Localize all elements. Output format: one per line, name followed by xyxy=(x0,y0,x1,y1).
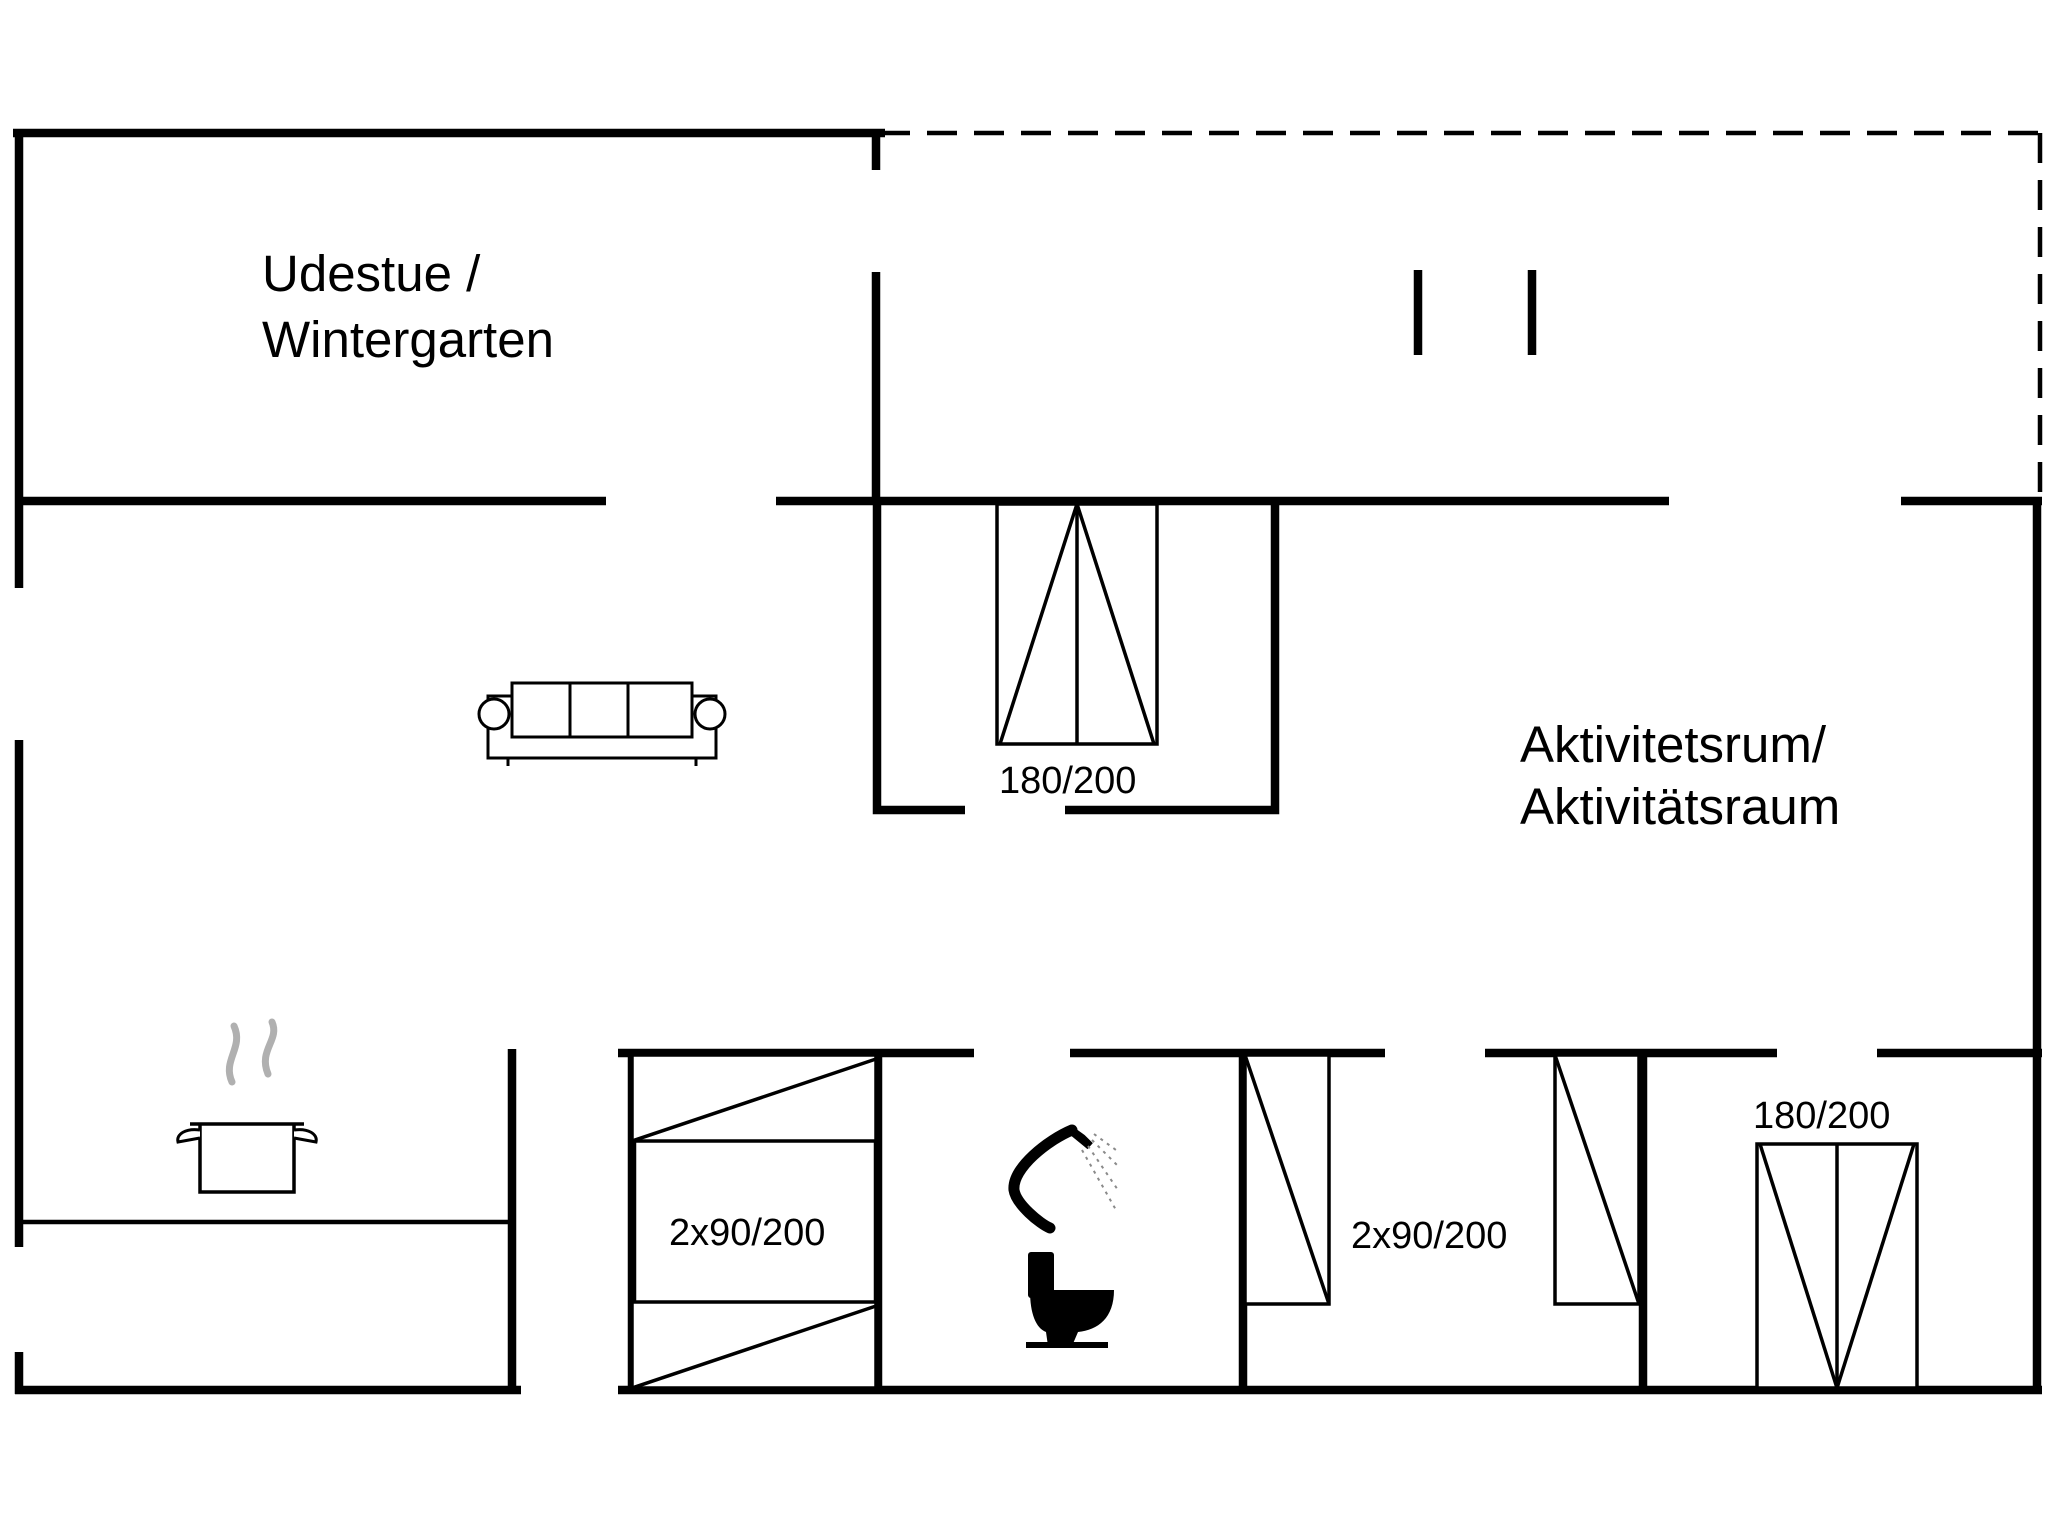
toilet-icon xyxy=(1026,1252,1114,1348)
cooking-pot-icon xyxy=(176,1018,318,1194)
shower-icon xyxy=(1008,1124,1119,1234)
labels: Udestue / Wintergarten Aktivitetsrum/ Ak… xyxy=(262,245,1890,1257)
bedroom-closet-right xyxy=(1065,501,1280,815)
double-bed-center-label: 180/200 xyxy=(999,760,1136,802)
twin-beds-left xyxy=(630,1053,878,1390)
twin-beds-right xyxy=(1243,1053,1641,1306)
double-bed-right xyxy=(1755,1142,1919,1390)
exterior-walls xyxy=(13,128,2043,1395)
sunroom-label-line1: Udestue / xyxy=(262,245,481,302)
sunroom-label-line2: Wintergarten xyxy=(262,311,554,368)
activity-room-label-line2: Aktivitätsraum xyxy=(1520,778,1840,835)
twin-beds-left-label: 2x90/200 xyxy=(669,1212,825,1254)
double-bed-right-label: 180/200 xyxy=(1753,1095,1890,1137)
interior-walls xyxy=(15,133,2042,1394)
twin-beds-right-label: 2x90/200 xyxy=(1351,1215,1507,1257)
activity-room-label-line1: Aktivitetsrum/ xyxy=(1520,716,1827,773)
double-bed-center xyxy=(995,502,1159,746)
sofa-icon xyxy=(477,681,727,766)
bedroom-closet-left xyxy=(872,501,965,815)
